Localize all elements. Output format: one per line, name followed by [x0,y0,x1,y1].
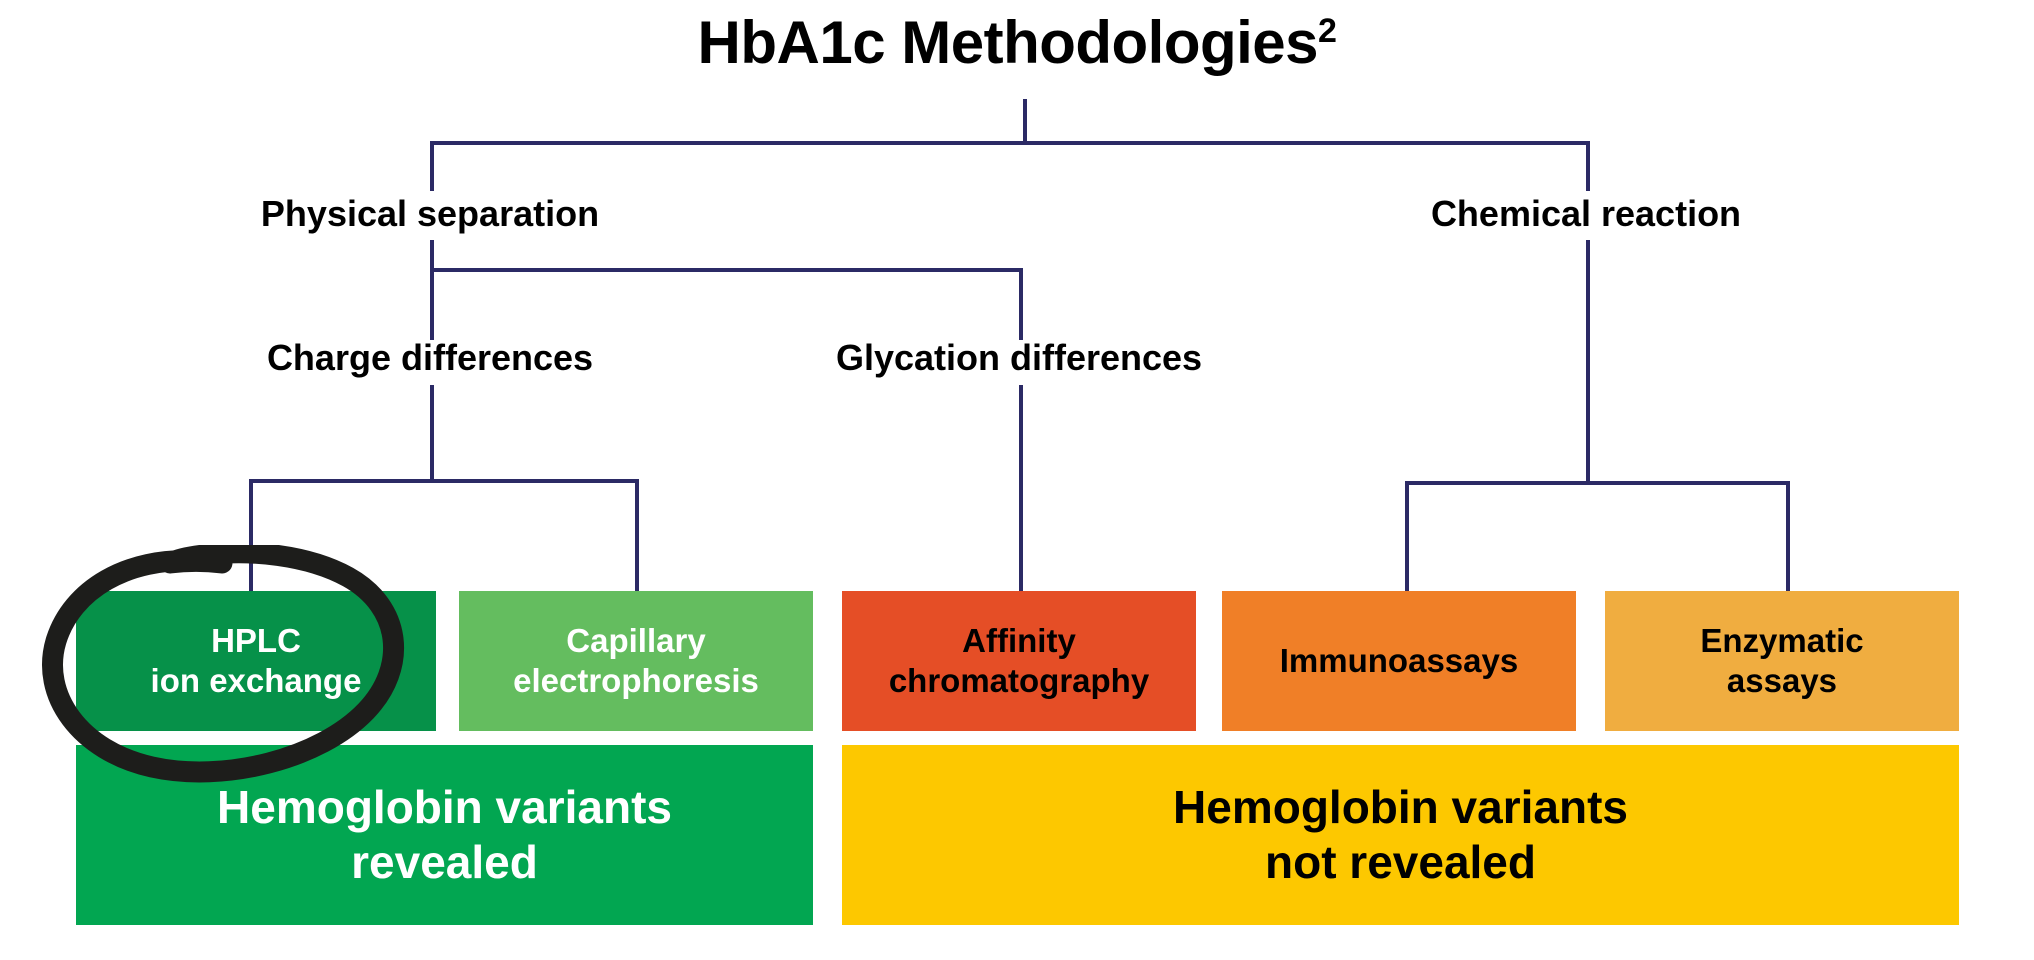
method-box-capillary-electrophoresis[interactable]: Capillary electrophoresis [459,591,813,731]
connector-physical-separation-stem [430,240,434,272]
method-box-hplc-ion-exchange[interactable]: HPLC ion exchange [76,591,436,731]
connector-to-chemical-reaction [1586,141,1590,191]
connector-physical-separation-bar [430,268,1023,272]
method-box-affinity-chromatography[interactable]: Affinity chromatography [842,591,1196,731]
node-glycation-differences: Glycation differences [835,337,1203,378]
method-label-line2: assays [1726,662,1838,699]
method-label-capillary-electrophoresis: Capillary electrophoresis [513,621,759,702]
node-physical-separation: Physical separation [260,193,600,234]
method-label-hplc-ion-exchange: HPLC ion exchange [151,621,362,702]
outcome-label-line1: Hemoglobin variants [1173,780,1628,833]
page-title: HbA1c Methodologies2 [0,8,2034,77]
connector-root-bar [430,141,1590,145]
outcome-label-line2: not revealed [1265,836,1536,888]
connector-charge-differences-stem [430,385,434,481]
connector-root-stem [1023,99,1027,144]
connector-to-immunoassays-box [1405,481,1409,591]
method-label-line2: chromatography [888,662,1150,699]
node-charge-differences: Charge differences [266,337,594,378]
connector-to-capillary-box [635,479,639,591]
method-label-line1: HPLC [211,621,301,659]
method-label-immunoassays: Immunoassays [1280,641,1518,681]
connector-to-enzymatic-assays-box [1786,481,1790,591]
node-chemical-reaction: Chemical reaction [1430,193,1742,234]
connector-to-hplc-box [249,479,253,591]
outcome-label-line2: revealed [351,836,538,888]
method-label-affinity-chromatography: Affinity chromatography [889,621,1149,702]
outcome-box-variants-not-revealed[interactable]: Hemoglobin variants not revealed [842,745,1959,925]
page-title-superscript: 2 [1318,12,1337,50]
connector-to-physical-separation [430,141,434,191]
outcome-label-variants-revealed: Hemoglobin variants revealed [217,780,672,890]
connector-to-affinity-box [1019,385,1023,591]
method-label-enzymatic-assays: Enzymatic assays [1700,621,1863,702]
method-label-line1: Capillary [566,621,706,659]
method-label-line2: ion exchange [150,662,362,699]
method-label-line1: Affinity [962,621,1076,659]
method-box-enzymatic-assays[interactable]: Enzymatic assays [1605,591,1959,731]
outcome-label-variants-not-revealed: Hemoglobin variants not revealed [1173,780,1628,890]
connector-to-charge-differences [430,268,434,340]
connector-charge-differences-bar [249,479,639,483]
method-label-line1: Immunoassays [1279,641,1519,679]
connector-chemical-reaction-bar [1405,481,1790,485]
connector-to-glycation-differences [1019,268,1023,340]
method-label-line2: electrophoresis [513,662,759,699]
connector-chemical-reaction-stem [1586,240,1590,483]
outcome-box-variants-revealed[interactable]: Hemoglobin variants revealed [76,745,813,925]
outcome-label-line1: Hemoglobin variants [217,780,672,833]
method-label-line1: Enzymatic [1700,621,1864,659]
page-title-text: HbA1c Methodologies [697,9,1319,76]
method-box-immunoassays[interactable]: Immunoassays [1222,591,1576,731]
